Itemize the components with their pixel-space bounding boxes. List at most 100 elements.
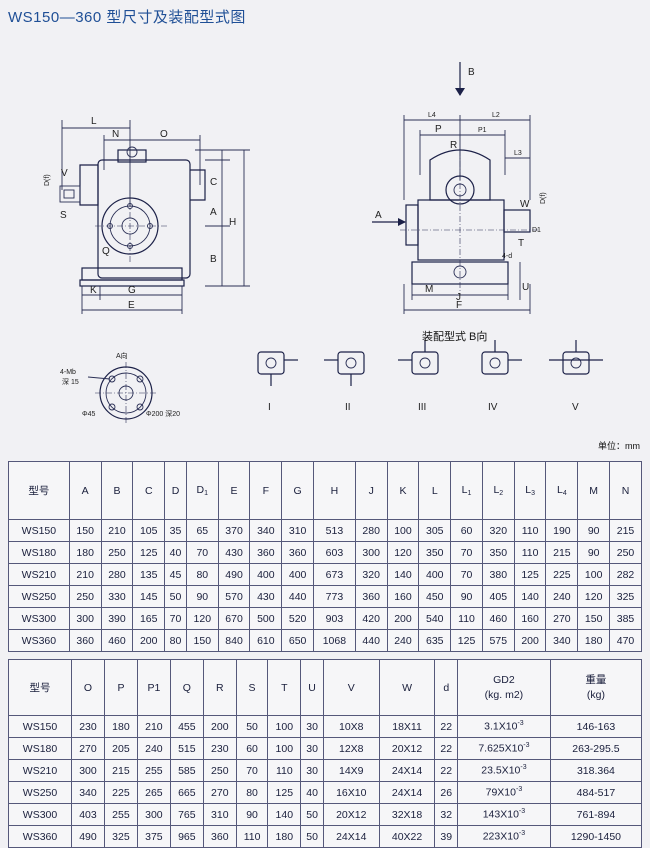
value-cell: 403 — [71, 803, 105, 826]
value-cell: 320 — [354, 563, 388, 586]
value-cell: 150 — [185, 629, 219, 652]
value-cell: 39 — [434, 825, 459, 848]
value-cell: 430 — [249, 585, 283, 608]
a-view-dia1: Φ45 — [82, 411, 95, 418]
value-cell: 180 — [103, 715, 138, 738]
value-cell: 255 — [103, 803, 138, 826]
value-cell: 420 — [354, 607, 388, 630]
unit-label: 单位：mm — [598, 441, 640, 451]
value-cell: 125 — [132, 541, 166, 564]
value-cell: 80 — [235, 781, 269, 804]
a-view: A向 4-Mb 深 15 Φ45 Φ200 深20 — [60, 351, 180, 424]
value-cell: 135 — [132, 563, 166, 586]
model-cell: WS250 — [8, 585, 70, 608]
value-cell: 455 — [169, 715, 204, 738]
value-cell: 965 — [169, 825, 204, 848]
a-view-holes: 4-Mb — [60, 369, 76, 376]
value-cell: 340 — [71, 781, 105, 804]
value-cell: 30 — [300, 737, 324, 760]
assembly-caption: 装配型式 B向 — [422, 331, 488, 343]
value-cell: 635 — [418, 629, 452, 652]
view-b-label: B — [468, 67, 475, 78]
value-cell: 200 — [132, 629, 166, 652]
value-cell: 490 — [217, 563, 251, 586]
value-cell: 320 — [481, 519, 515, 542]
value-cell: 90 — [235, 803, 269, 826]
value-cell: 215 — [545, 541, 579, 564]
value-cell: 145 — [132, 585, 166, 608]
value-cell: 26 — [434, 781, 459, 804]
dim-o: O — [160, 129, 168, 140]
value-cell: 570 — [217, 585, 251, 608]
value-cell: 200 — [513, 629, 547, 652]
dim-a: A — [210, 207, 217, 218]
value-cell: 300 — [136, 803, 171, 826]
value-cell: 761-894 — [549, 803, 643, 826]
value-cell: 10X8 — [322, 715, 380, 738]
dimensions-table: 型号 A B C D D1 E F G H J K L L1 L2 L3 L4 … — [8, 461, 642, 652]
col-l: L — [418, 461, 452, 520]
dim-n: N — [112, 129, 119, 140]
value-cell: 100 — [386, 519, 420, 542]
col-w: W — [378, 659, 436, 716]
value-cell: 190 — [545, 519, 579, 542]
col-c: C — [132, 461, 166, 520]
col-a: A — [68, 461, 102, 520]
dim-l3: L3 — [514, 150, 522, 157]
value-cell: 180 — [267, 825, 302, 848]
value-cell: 22 — [434, 737, 459, 760]
value-cell: 250 — [609, 541, 642, 564]
value-cell: 370 — [217, 519, 251, 542]
value-cell: 105 — [132, 519, 166, 542]
value-cell: 773 — [313, 585, 356, 608]
value-cell: 165 — [132, 607, 166, 630]
assembly-type-1: I — [257, 351, 298, 413]
assembly-label-5: V — [572, 402, 579, 413]
value-cell: 1068 — [313, 629, 356, 652]
assembly-label-4: IV — [488, 402, 498, 413]
value-cell: 32 — [434, 803, 459, 826]
value-cell: 110 — [513, 519, 547, 542]
value-cell: 80 — [185, 563, 219, 586]
assembly-types: I II III IV V — [257, 340, 603, 413]
col-p: P — [103, 659, 138, 716]
value-cell: 30 — [300, 759, 324, 782]
dim-j: J — [456, 292, 461, 303]
value-cell: 143X10-3 — [457, 803, 551, 826]
technical-drawing: L N O V S D(f) Q C — [44, 62, 603, 424]
value-cell: 50 — [164, 585, 187, 608]
model-cell: WS180 — [8, 541, 70, 564]
value-cell: 380 — [481, 563, 515, 586]
value-cell: 80 — [164, 629, 187, 652]
dim-b: B — [210, 254, 217, 265]
value-cell: 310 — [202, 803, 237, 826]
a-view-dia2: Φ200 深20 — [146, 409, 180, 418]
value-cell: 50 — [235, 715, 269, 738]
value-cell: 1290-1450 — [549, 825, 643, 848]
col-g: G — [281, 461, 315, 520]
value-cell: 360 — [68, 629, 102, 652]
value-cell: 125 — [513, 563, 547, 586]
value-cell: 340 — [249, 519, 283, 542]
model-cell: WS210 — [7, 759, 73, 782]
value-cell: 120 — [386, 541, 420, 564]
value-cell: 225 — [545, 563, 579, 586]
dim-q: Q — [102, 246, 110, 257]
value-cell: 223X10-3 — [457, 825, 551, 848]
value-cell: 610 — [249, 629, 283, 652]
dim-v: V — [61, 168, 68, 179]
value-cell: 230 — [71, 715, 105, 738]
value-cell: 215 — [609, 519, 642, 542]
col-q: Q — [169, 659, 204, 716]
model-cell: WS360 — [7, 825, 73, 848]
value-cell: 385 — [609, 607, 642, 630]
col-b: B — [100, 461, 134, 520]
col-m: M — [577, 461, 611, 520]
value-cell: 500 — [249, 607, 283, 630]
value-cell: 250 — [100, 541, 134, 564]
value-cell: 200 — [386, 607, 420, 630]
value-cell: 318.364 — [549, 759, 643, 782]
value-cell: 460 — [100, 629, 134, 652]
